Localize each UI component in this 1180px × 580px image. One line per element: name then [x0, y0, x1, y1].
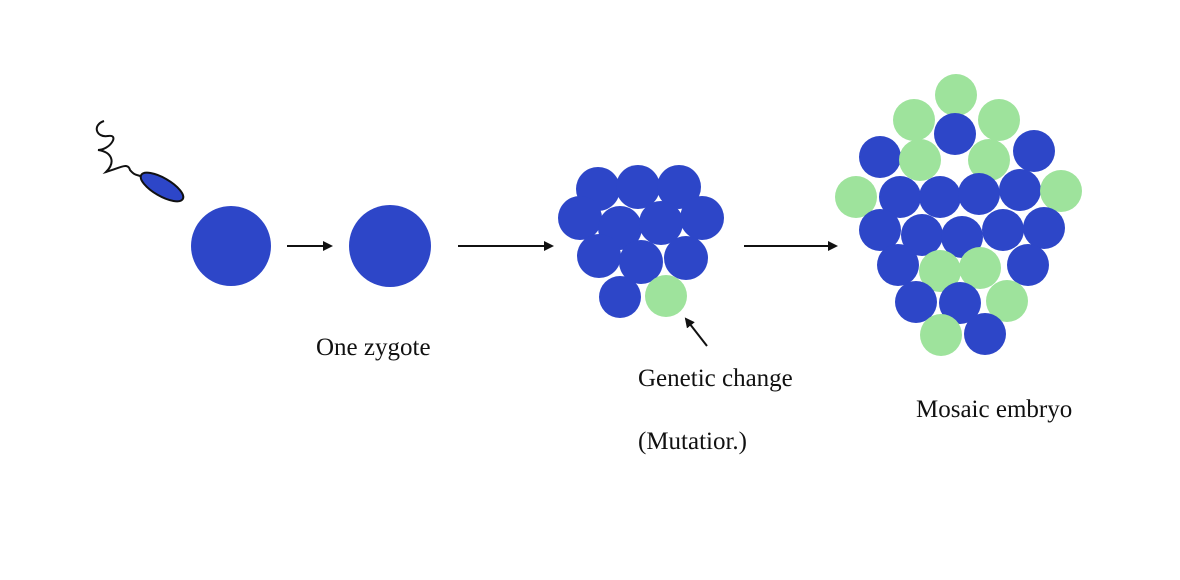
mosaic-embryo-cluster	[835, 74, 1082, 356]
morula-cell	[657, 165, 701, 209]
zygote-cell	[349, 205, 431, 287]
embryo-cell-green	[920, 314, 962, 356]
embryo-cell-blue	[958, 173, 1000, 215]
embryo-cell-blue	[999, 169, 1041, 211]
embryo-cell-green	[968, 139, 1010, 181]
morula-cell	[680, 196, 724, 240]
embryo-cell-blue	[941, 216, 983, 258]
morula-cell	[619, 240, 663, 284]
morula-cell	[616, 165, 660, 209]
embryo-cell-blue	[1007, 244, 1049, 286]
embryo-cell-green	[899, 139, 941, 181]
embryo-cell-blue	[1023, 207, 1065, 249]
embryo-cell-green	[959, 247, 1001, 289]
embryo-cell-blue	[1013, 130, 1055, 172]
morula-cell	[558, 196, 602, 240]
embryo-cell-green	[835, 176, 877, 218]
embryo-cell-green	[978, 99, 1020, 141]
embryo-cell-blue	[964, 313, 1006, 355]
embryo-cell-green	[935, 74, 977, 116]
morula-cell	[639, 201, 683, 245]
embryo-cell-blue	[859, 136, 901, 178]
embryo-cell-blue	[895, 281, 937, 323]
morula-cell	[577, 234, 621, 278]
embryo-cell-blue	[859, 209, 901, 251]
embryo-cell-green	[919, 250, 961, 292]
egg-cell	[191, 206, 271, 286]
mutant-cell	[645, 275, 687, 317]
embryo-cell-green	[1040, 170, 1082, 212]
embryo-cell-blue	[919, 176, 961, 218]
embryo-cell-blue	[877, 244, 919, 286]
embryo-cell-green	[986, 280, 1028, 322]
embryo-cell-blue	[982, 209, 1024, 251]
sperm-head	[139, 171, 185, 203]
embryo-cell-blue	[934, 113, 976, 155]
mosaic-embryo-label: Mosaic embryo	[916, 396, 1073, 423]
morula-cell	[664, 236, 708, 280]
sperm-icon	[95, 120, 185, 203]
morula-cell	[599, 276, 641, 318]
mutation-label: (Mutatior.)	[638, 428, 748, 455]
embryo-cell-blue	[879, 176, 921, 218]
embryo-cell-blue	[901, 214, 943, 256]
morula-cluster	[558, 165, 724, 318]
mutation-pointer-arrow	[684, 317, 708, 347]
genetic-change-label: Genetic change	[638, 365, 793, 392]
sperm-tail	[95, 120, 147, 179]
embryo-cell-blue	[939, 282, 981, 324]
zygote-label: One zygote	[316, 334, 431, 361]
embryo-cell-green	[893, 99, 935, 141]
